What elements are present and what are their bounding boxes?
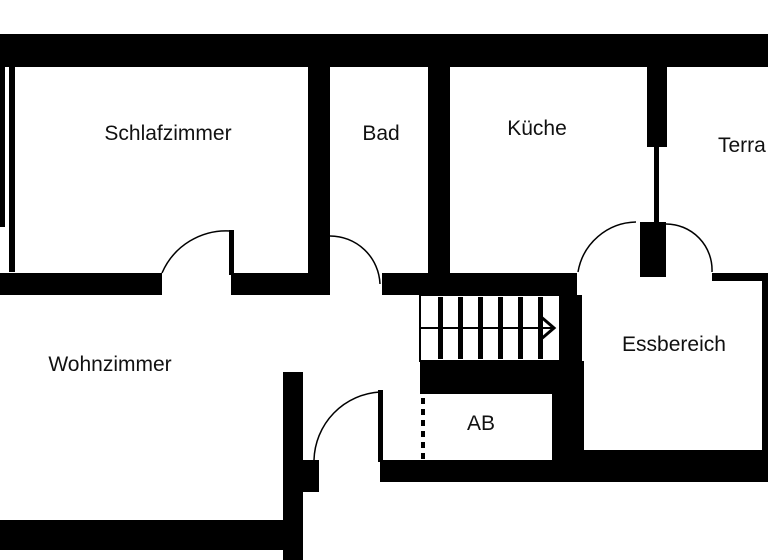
- ab-room: [428, 394, 552, 458]
- window-line-kueche: [654, 147, 659, 222]
- staircase: [419, 294, 561, 362]
- room-label-terrasse: Terra: [718, 134, 766, 157]
- wall-left-stub: [0, 67, 5, 227]
- wall-terrasse-bottom: [712, 273, 768, 281]
- wall-wohnzimmer-right: [283, 372, 303, 560]
- room-label-bad: Bad: [362, 122, 399, 145]
- wall-wohnzimmer-bottom: [0, 520, 303, 550]
- wall-wohnzimmer-jamb: [303, 460, 319, 492]
- room-label-schlafzimmer: Schlafzimmer: [104, 122, 231, 145]
- wall-bedroom-bottom-left: [0, 273, 162, 295]
- door-arc-wohnzimmer: [313, 391, 381, 461]
- wall-top: [0, 34, 768, 67]
- wall-kueche-terrasse: [647, 67, 667, 147]
- door-arc-kueche: [577, 221, 637, 273]
- wall-right-edge: [762, 281, 768, 451]
- room-label-kueche: Küche: [507, 117, 567, 140]
- door-arc-terrasse: [665, 223, 713, 273]
- door-jamb-schlafzimmer: [229, 230, 234, 275]
- wall-lower-mid: [380, 460, 584, 482]
- room-label-essbereich: Essbereich: [622, 333, 726, 356]
- door-jamb-wohnzimmer: [378, 390, 383, 462]
- wall-bad-bottom: [382, 273, 577, 295]
- wall-schlafzimmer-bad: [308, 67, 330, 295]
- wall-stair-right: [560, 295, 582, 365]
- wall-ab-right: [552, 361, 584, 461]
- wall-kueche-terrasse-lower: [640, 222, 666, 277]
- room-label-wohnzimmer: Wohnzimmer: [48, 353, 171, 376]
- wall-left-thin: [9, 67, 15, 272]
- room-label-ab: AB: [467, 412, 495, 435]
- door-arc-schlafzimmer: [161, 230, 232, 274]
- wall-bedroom-bottom-mid: [231, 273, 330, 295]
- door-arc-bad: [329, 235, 381, 285]
- wall-bad-kueche: [428, 67, 450, 295]
- wall-lower-right: [584, 450, 768, 482]
